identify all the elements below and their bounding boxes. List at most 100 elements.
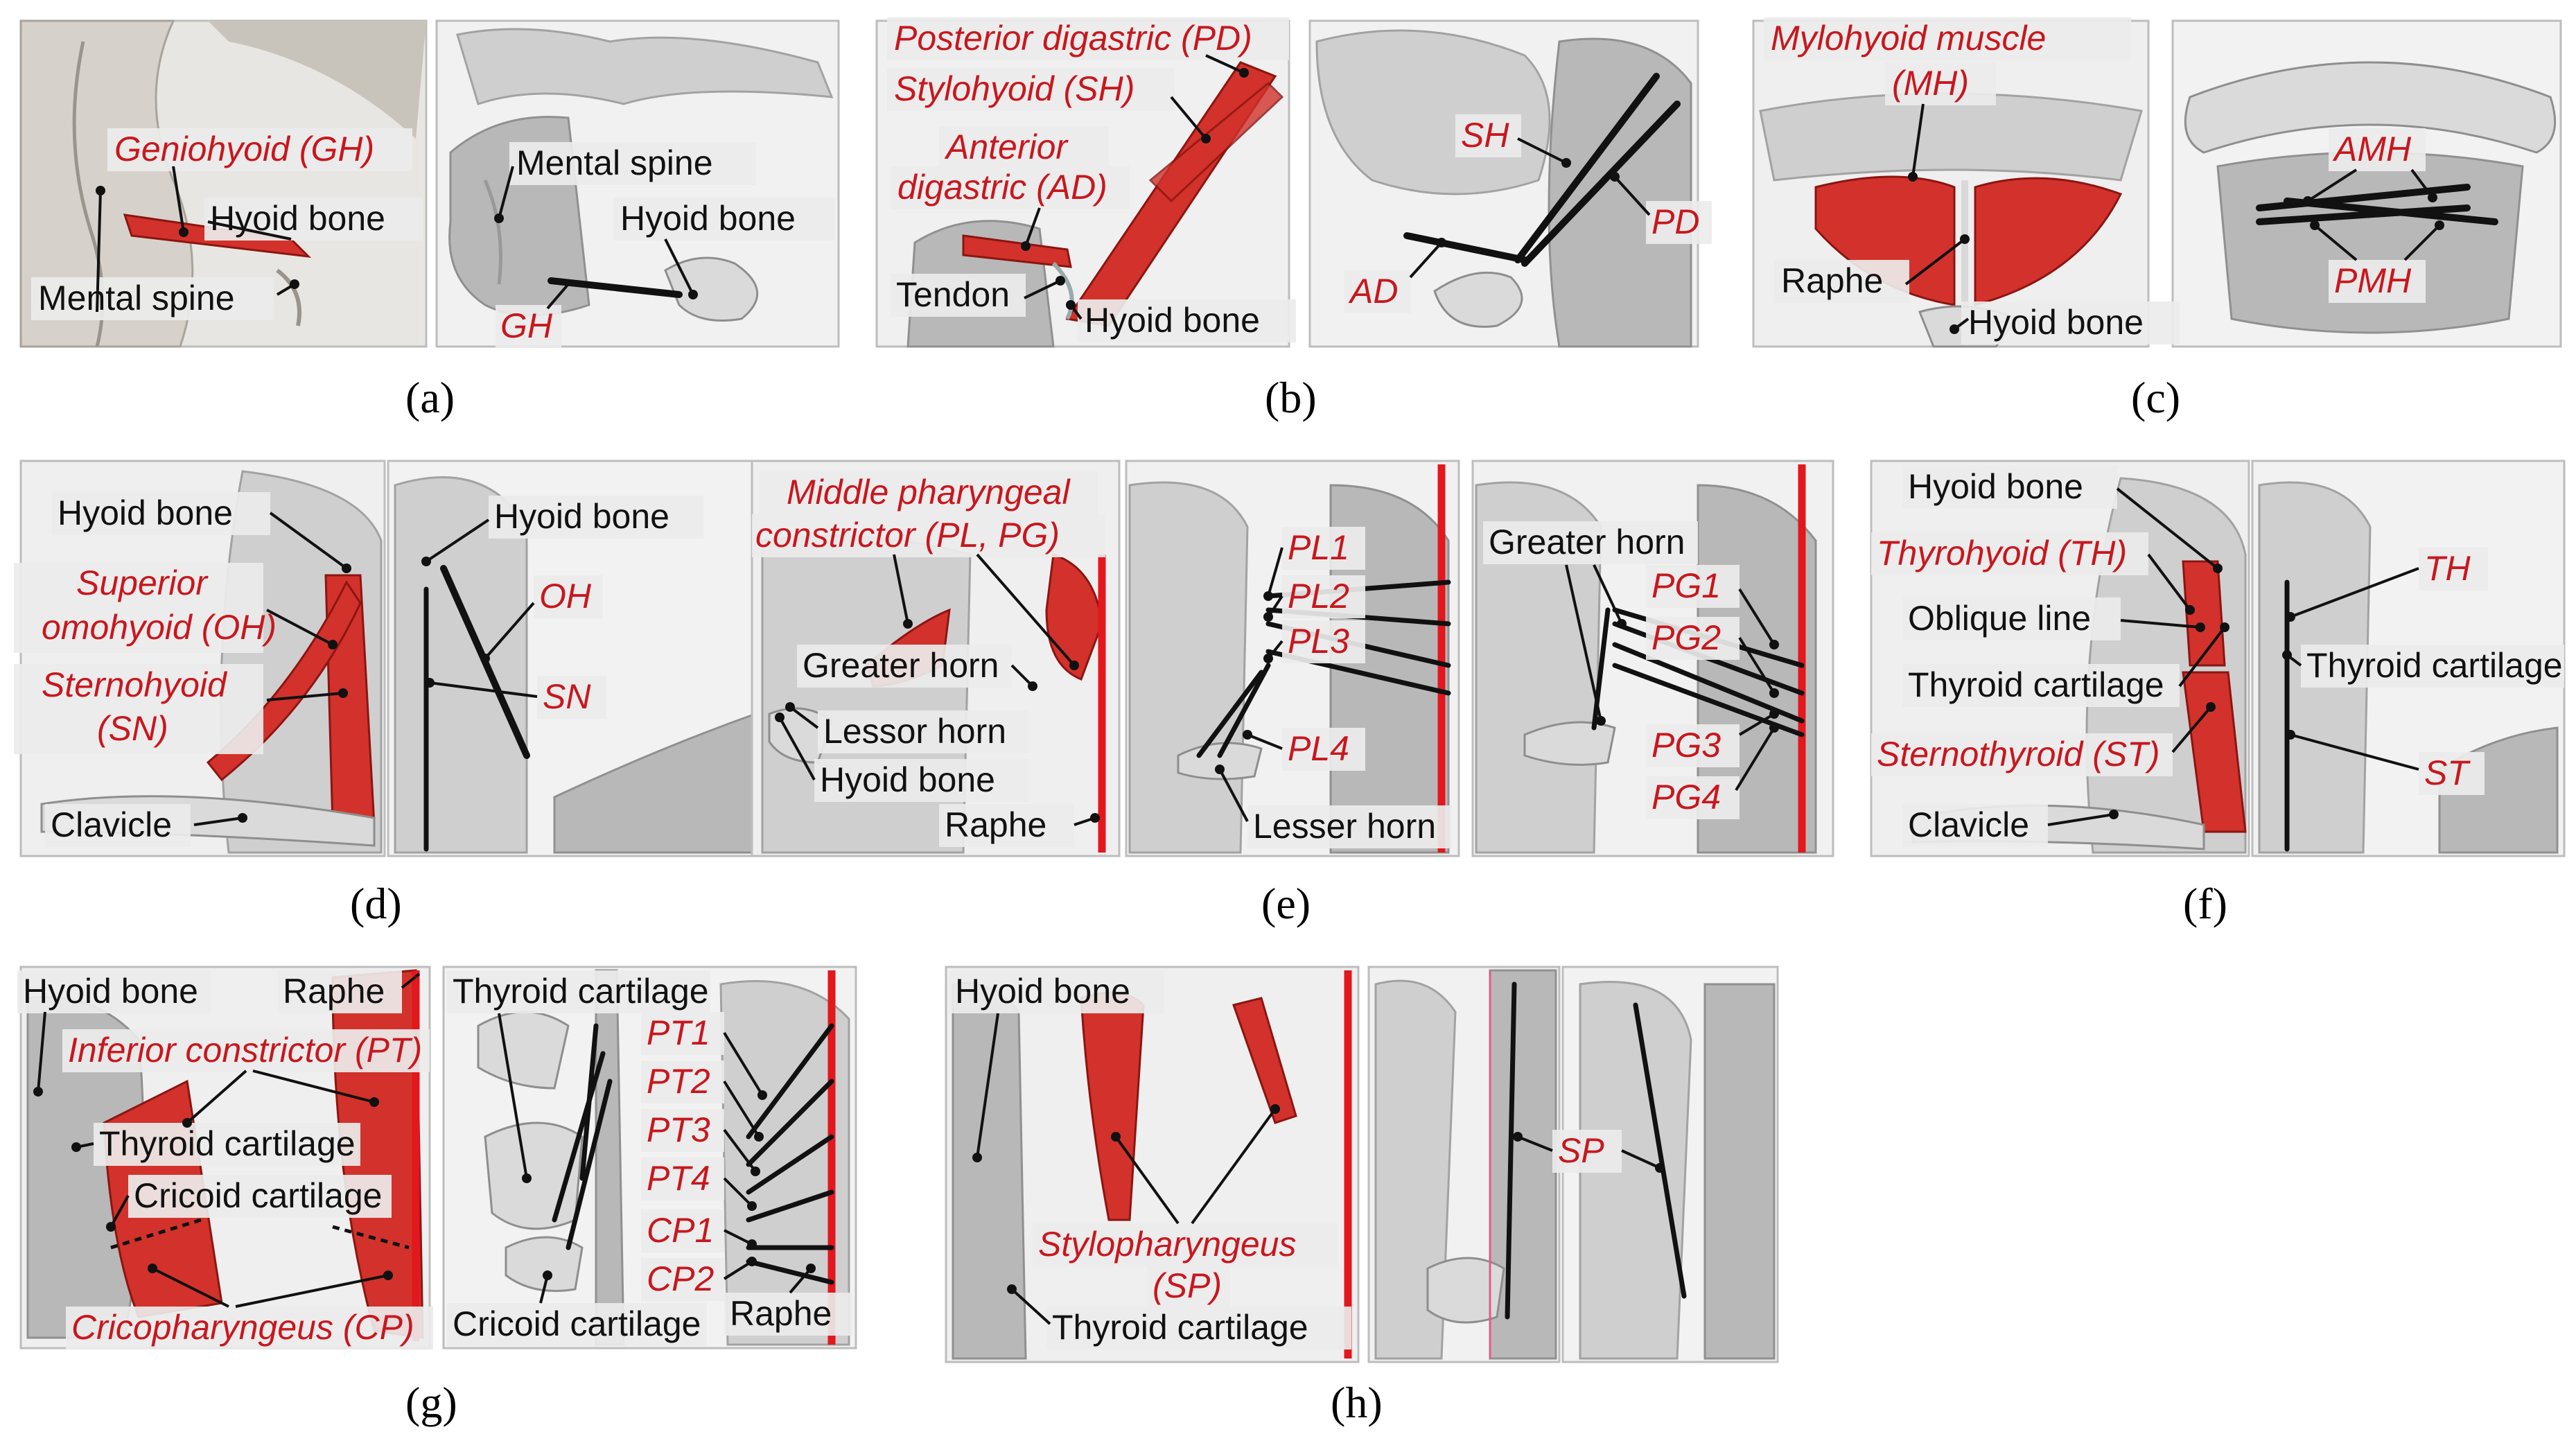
label-sternohyoid-line2: (SN): [97, 709, 168, 748]
panel-b-labels: Posterior digastric (PD) Stylohyoid (SH)…: [887, 17, 1712, 342]
label-pt3: PT3: [647, 1110, 710, 1149]
panel-h-middle-image: [1367, 966, 1561, 1363]
label-middle-pharyngeal-line1: Middle pharyngeal: [787, 473, 1071, 512]
label-pg4: PG4: [1651, 778, 1721, 816]
panel-a: Geniohyoid (GH) Hyoid bone Mental spine …: [19, 19, 840, 422]
label-hyoid-bone: Hyoid bone: [955, 972, 1130, 1011]
label-hyoid-bone: Hyoid bone: [58, 494, 233, 532]
label-th: TH: [2424, 549, 2471, 588]
label-stylopharyngeus-line1: Stylopharyngeus: [1038, 1225, 1296, 1264]
label-pt4: PT4: [647, 1159, 710, 1198]
label-thyroid-cartilage: Thyroid cartilage: [453, 972, 709, 1011]
panel-c: Mylohyoid muscle (MH) Raphe Hyoid bone A…: [1752, 17, 2562, 422]
label-sp: SP: [1558, 1131, 1604, 1170]
label-inferior-constrictor: Inferior constrictor (PT): [68, 1031, 422, 1069]
label-cricopharyngeus: Cricopharyngeus (CP): [71, 1308, 414, 1347]
label-cp2: CP2: [647, 1259, 714, 1298]
label-thyroid-cartilage: Thyroid cartilage: [2306, 646, 2563, 685]
label-pg3: PG3: [1651, 726, 1721, 765]
label-sternothyroid: Sternothyroid (ST): [1877, 735, 2159, 774]
label-mental-spine: Mental spine: [516, 143, 713, 182]
label-lesser-horn: Lesser horn: [1253, 807, 1436, 846]
caption-e: (e): [1261, 879, 1311, 928]
panel-d: Hyoid bone Superior omohyoid (OH) Sterno…: [14, 460, 760, 928]
label-raphe: Raphe: [945, 805, 1046, 844]
panel-c-labels: Mylohyoid muscle (MH) Raphe Hyoid bone A…: [1764, 17, 2444, 344]
label-thyrohyoid: Thyrohyoid (TH): [1877, 534, 2127, 573]
label-hyoid-bone: Hyoid bone: [1968, 303, 2144, 342]
label-thyroid-cartilage: Thyroid cartilage: [1052, 1308, 1308, 1347]
label-lessor-horn: Lessor horn: [823, 712, 1006, 751]
label-pt2: PT2: [647, 1062, 710, 1101]
label-cp1: CP1: [647, 1211, 714, 1250]
label-oblique-line: Oblique line: [1908, 599, 2091, 638]
caption-d: (d): [350, 879, 402, 928]
label-pd: PD: [1651, 202, 1699, 241]
label-cricoid-cartilage: Cricoid cartilage: [134, 1176, 382, 1215]
label-superior-omohyoid-line2: omohyoid (OH): [42, 608, 277, 647]
label-sn: SN: [543, 677, 591, 716]
label-mental-spine: Mental spine: [38, 279, 235, 317]
panel-b: Posterior digastric (PD) Stylohyoid (SH)…: [875, 17, 1712, 422]
label-pl1: PL1: [1288, 528, 1349, 567]
label-hyoid-bone: Hyoid bone: [820, 760, 995, 799]
label-thyroid-cartilage: Thyroid cartilage: [99, 1124, 356, 1163]
label-pg2: PG2: [1651, 618, 1721, 657]
label-sh: SH: [1461, 116, 1509, 155]
label-raphe: Raphe: [283, 972, 385, 1011]
caption-g: (g): [405, 1378, 457, 1427]
label-hyoid-bone: Hyoid bone: [1085, 301, 1260, 340]
label-pt1: PT1: [647, 1013, 710, 1052]
panel-f: Hyoid bone Thyrohyoid (TH) Oblique line …: [1870, 460, 2566, 928]
panel-f-left-image: [1870, 460, 2250, 857]
label-pl4: PL4: [1288, 729, 1349, 768]
label-geniohyoid: Geniohyoid (GH): [114, 130, 374, 168]
label-middle-pharyngeal-line2: constrictor (PL, PG): [755, 516, 1060, 554]
label-mylohyoid-line2: (MH): [1892, 64, 1969, 103]
label-anterior-digastric-line2: digastric (AD): [897, 168, 1107, 207]
label-pg1: PG1: [1651, 566, 1721, 605]
label-greater-horn: Greater horn: [1489, 523, 1685, 561]
label-hyoid-bone: Hyoid bone: [23, 972, 198, 1011]
caption-b: (b): [1265, 373, 1317, 422]
caption-a: (a): [405, 373, 455, 422]
panel-a-labels: Geniohyoid (GH) Hyoid bone Mental spine …: [31, 128, 835, 348]
panel-h-right-image: [1561, 966, 1779, 1363]
label-posterior-digastric: Posterior digastric (PD): [894, 19, 1252, 58]
label-superior-omohyoid-line1: Superior: [76, 564, 209, 602]
label-raphe: Raphe: [1781, 261, 1883, 300]
label-gh: GH: [500, 306, 553, 345]
label-pl2: PL2: [1288, 577, 1349, 615]
label-greater-horn: Greater horn: [803, 646, 999, 685]
label-hyoid-bone: Hyoid bone: [620, 199, 796, 238]
panel-e-labels: Middle pharyngeal constrictor (PL, PG) G…: [752, 471, 1779, 848]
label-tendon: Tendon: [896, 275, 1010, 314]
label-clavicle: Clavicle: [51, 805, 172, 844]
label-hyoid-bone: Hyoid bone: [494, 497, 669, 536]
label-pl3: PL3: [1288, 622, 1349, 661]
panel-h: Hyoid bone Stylopharyngeus (SP) Thyroid …: [945, 966, 1779, 1427]
panel-e: Middle pharyngeal constrictor (PL, PG) G…: [751, 460, 1834, 928]
label-thyroid-cartilage: Thyroid cartilage: [1908, 665, 2164, 704]
caption-f: (f): [2183, 879, 2227, 928]
label-clavicle: Clavicle: [1908, 805, 2029, 844]
panel-h-labels: Hyoid bone Stylopharyngeus (SP) Thyroid …: [949, 970, 1665, 1350]
label-hyoid-bone: Hyoid bone: [210, 199, 385, 238]
label-ad: AD: [1348, 272, 1398, 311]
caption-c: (c): [2131, 373, 2180, 422]
label-oh: OH: [539, 577, 592, 615]
label-hyoid-bone: Hyoid bone: [1908, 467, 2083, 506]
label-st: ST: [2424, 753, 2471, 792]
label-sternohyoid-line1: Sternohyoid: [42, 665, 228, 704]
panel-g-labels: Hyoid bone Raphe Inferior constrictor (P…: [17, 970, 852, 1350]
panel-g: Hyoid bone Raphe Inferior constrictor (P…: [17, 966, 857, 1427]
label-stylohyoid: Stylohyoid (SH): [894, 69, 1134, 108]
label-anterior-digastric-line1: Anterior: [944, 128, 1069, 166]
panel-f-labels: Hyoid bone Thyrohyoid (TH) Oblique line …: [1871, 466, 2564, 847]
label-amh: AMH: [2332, 130, 2412, 168]
label-raphe: Raphe: [730, 1294, 832, 1333]
label-cricoid-cartilage: Cricoid cartilage: [453, 1304, 701, 1343]
label-mylohyoid-line1: Mylohyoid muscle: [1771, 19, 2046, 58]
label-stylopharyngeus-line2: (SP): [1153, 1266, 1222, 1305]
